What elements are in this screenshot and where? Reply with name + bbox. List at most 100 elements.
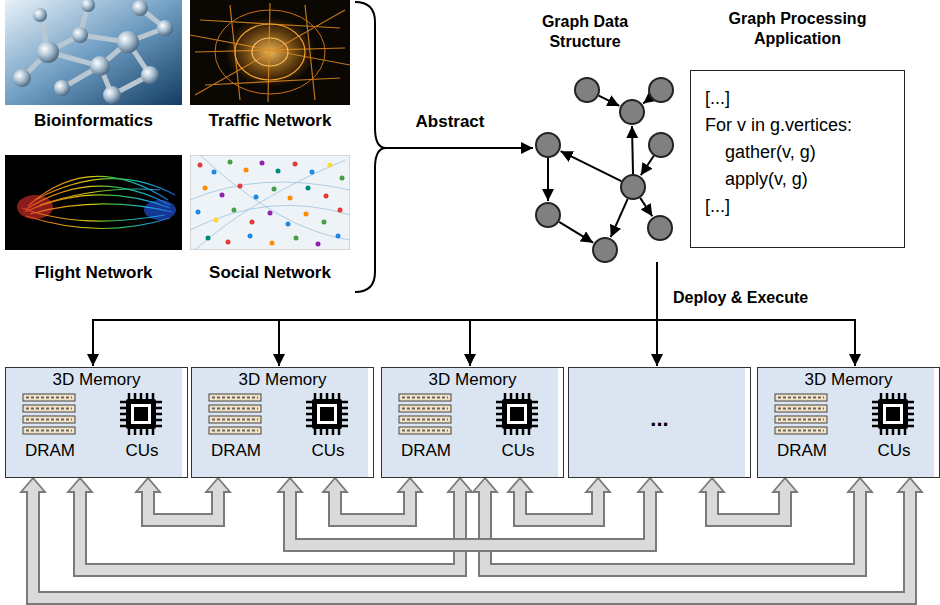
- image-panel: Bioinformatics: [5, 0, 182, 135]
- graph-figure: [593, 238, 617, 262]
- deploy-arrows: [854, 320, 856, 366]
- ellipsis-mark: ...: [569, 406, 750, 432]
- part-label: DRAM: [206, 441, 266, 461]
- dram-icon: [775, 394, 827, 434]
- bioinformatics-image: [132, 0, 148, 16]
- social-image: [324, 194, 329, 199]
- panel-caption: Flight Network: [0, 263, 192, 283]
- link-outline: [80, 491, 460, 570]
- social-image: [198, 163, 203, 168]
- link-fill: [80, 491, 460, 570]
- link-fill: [335, 491, 410, 520]
- link-arrow: [136, 478, 230, 520]
- traffic-image: [190, 3, 350, 102]
- flight-image: [22, 176, 175, 228]
- link-outline: [712, 491, 785, 520]
- bioinformatics-image: [81, 0, 95, 12]
- flight-image: [25, 186, 170, 210]
- panel-caption: Social Network: [180, 263, 360, 283]
- bioinformatics-image: [5, 0, 182, 105]
- image-panel: Traffic Network: [190, 0, 350, 135]
- arrow-head: [700, 478, 724, 492]
- flight-image: [28, 176, 168, 206]
- graph-figure: [536, 133, 560, 157]
- graph-figure: [611, 199, 628, 237]
- social-image: [190, 155, 350, 250]
- memory-cube: 3D MemoryDRAMCUs: [381, 367, 564, 478]
- part-label: CUs: [864, 441, 924, 461]
- link-fill: [520, 491, 598, 520]
- arrow-head: [68, 478, 92, 492]
- panel-caption: Bioinformatics: [0, 111, 192, 131]
- deploy-arrows: [278, 320, 280, 366]
- memory-cube: 3D MemoryDRAMCUs: [5, 367, 188, 478]
- social-image: [220, 193, 225, 198]
- social-image: [272, 187, 277, 192]
- social-image: [214, 218, 219, 223]
- flight-image: [30, 204, 172, 214]
- flight-image: [5, 155, 182, 250]
- graph-figure: [632, 126, 633, 174]
- graph-figure: [649, 78, 673, 102]
- graph-figure: [536, 78, 673, 262]
- social-image: [288, 196, 293, 201]
- graph-figure: [599, 96, 620, 106]
- arrow-head: [136, 478, 160, 492]
- box-heading: Graph Processing Application: [691, 9, 904, 49]
- arrow-head: [473, 478, 497, 492]
- graph-figure: [536, 78, 673, 262]
- link-arrow: [323, 478, 422, 520]
- flight-image: [22, 208, 165, 221]
- chip-icon: [306, 393, 348, 435]
- code-line: For v in g.vertices:: [705, 112, 890, 139]
- link-fill: [485, 491, 860, 570]
- social-image: [310, 170, 315, 175]
- panel-caption: Traffic Network: [180, 111, 360, 131]
- graph-figure: [547, 158, 549, 201]
- graph-figure: [559, 222, 593, 243]
- social-image: [250, 220, 255, 225]
- traffic-image: [215, 10, 325, 94]
- link-outline: [290, 491, 650, 545]
- social-image: [196, 210, 201, 215]
- part-label: DRAM: [772, 441, 832, 461]
- social-image: [190, 155, 350, 250]
- arrow-head: [398, 478, 422, 492]
- graph-figure: [561, 151, 622, 181]
- bioinformatics-image: [54, 80, 70, 96]
- social-image: [254, 195, 259, 200]
- dram-icon: [23, 394, 827, 434]
- bioinformatics-image: [5, 0, 182, 105]
- module-title: 3D Memory: [192, 370, 373, 390]
- part-label: CUs: [298, 441, 358, 461]
- chip-icon: [872, 393, 914, 435]
- chip-icon: [496, 393, 538, 435]
- link-fill: [148, 491, 218, 520]
- bioinformatics-image: [37, 41, 59, 63]
- social-image: [212, 170, 217, 175]
- graph-figure: [643, 98, 650, 104]
- flight-image: [26, 216, 170, 229]
- figure-heading: Graph Data Structure: [526, 12, 644, 52]
- part-label: DRAM: [396, 441, 456, 461]
- social-image: [203, 186, 208, 191]
- link-arrow: [473, 478, 872, 570]
- dram-icon: [209, 394, 261, 434]
- social-image: [294, 236, 299, 241]
- link-fill: [290, 491, 650, 545]
- arrow-head: [206, 478, 230, 492]
- image-panel: Social Network: [190, 155, 350, 287]
- graph-figure: [648, 216, 672, 240]
- arrow-label: Deploy & Execute: [673, 288, 853, 308]
- part-label: CUs: [112, 441, 172, 461]
- code-box: Graph Processing Application[...]For v i…: [690, 70, 905, 248]
- arrow-head: [278, 478, 302, 492]
- traffic-image: [252, 38, 288, 66]
- social-image: [238, 184, 243, 189]
- social-image: [270, 241, 275, 246]
- memory-cube: 3D MemoryDRAMCUs: [757, 367, 940, 478]
- memory-cube: ...: [568, 367, 751, 478]
- graph-figure: [548, 96, 654, 243]
